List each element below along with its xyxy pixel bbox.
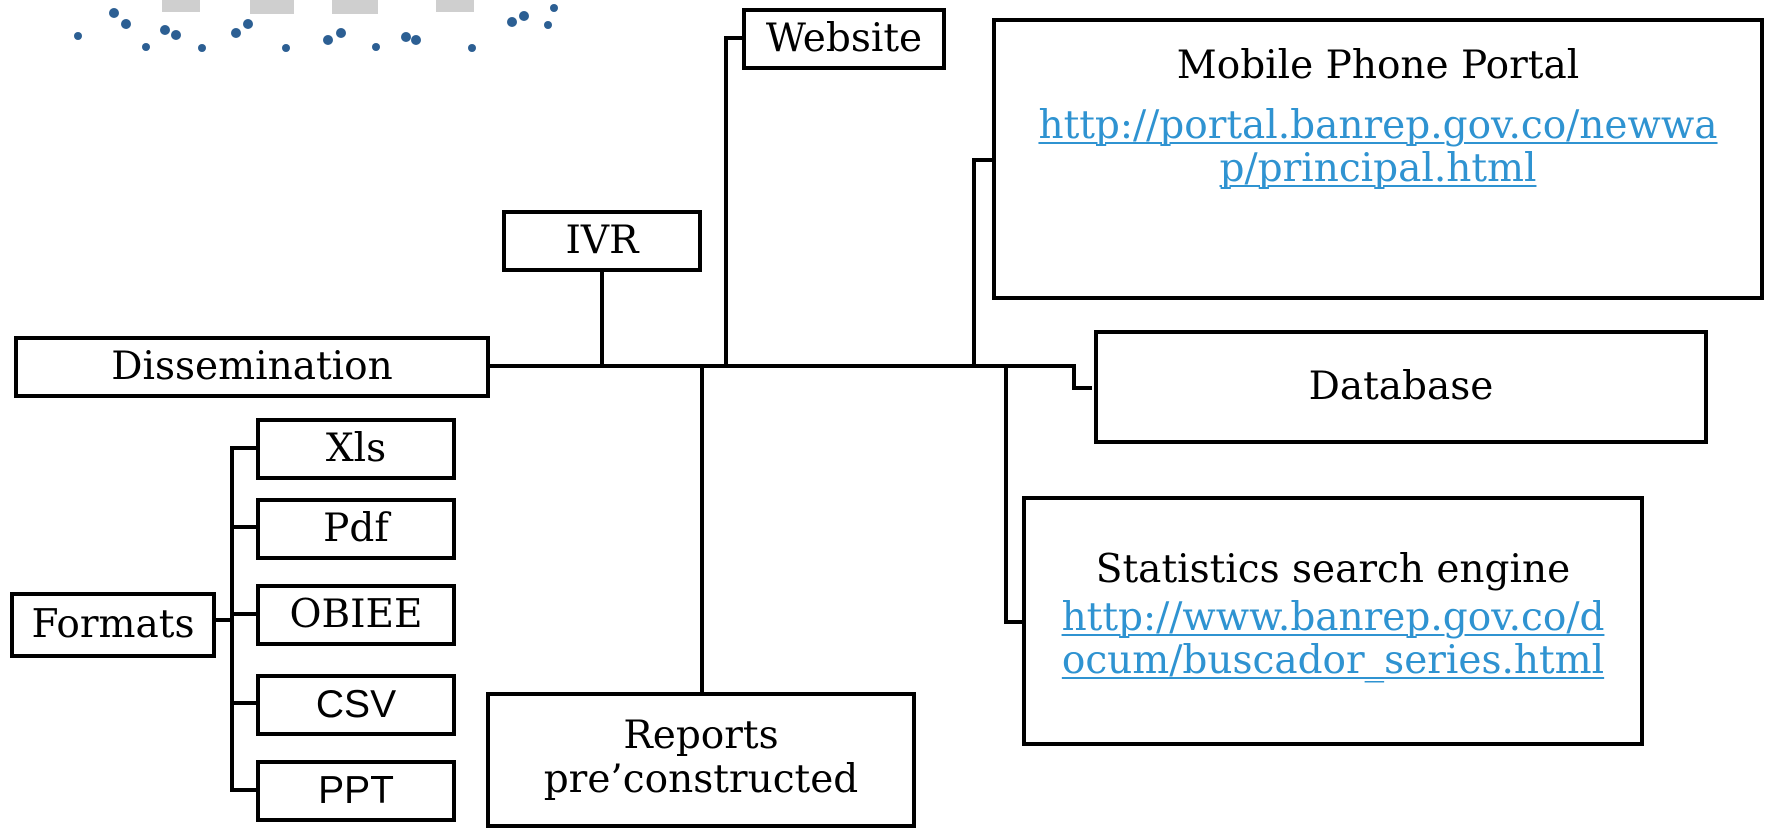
tree-lines: [212, 36, 1092, 792]
ivr-label: IVR: [565, 218, 639, 264]
mobile-portal-title: Mobile Phone Portal: [1176, 43, 1580, 88]
person-dot: [323, 35, 333, 45]
website-node: Website: [742, 8, 946, 70]
ivr-node: IVR: [502, 210, 702, 272]
format-item-ppt: PPT: [256, 760, 456, 822]
person-dot: [160, 25, 170, 35]
format-item-xls: Xls: [256, 418, 456, 480]
dissemination-node: Dissemination: [14, 336, 490, 398]
person-dot: [171, 30, 181, 40]
mobile-portal-link-line-2[interactable]: p/principal.html: [1219, 146, 1537, 192]
person-dot: [243, 19, 253, 29]
formats-label: Formats: [31, 602, 195, 648]
search-engine-title: Statistics search engine: [1095, 547, 1571, 592]
format-item-pdf: Pdf: [256, 498, 456, 560]
person-dot: [411, 35, 421, 45]
person-dot: [109, 8, 119, 18]
person-dot: [507, 17, 517, 27]
dissemination-label: Dissemination: [111, 344, 393, 390]
search-engine-link-line-2[interactable]: ocum/buscador_series.html: [1061, 638, 1605, 684]
person-dot: [519, 11, 529, 21]
format-item-csv: CSV: [256, 674, 456, 736]
reports-line-1: Reports: [623, 713, 779, 758]
mobile-portal-link-line-1[interactable]: http://portal.banrep.gov.co/newwa: [1038, 102, 1718, 148]
person-dot: [550, 4, 558, 12]
format-label-ppt: PPT: [318, 769, 394, 813]
house-shape-3: [332, 0, 378, 14]
person-dot: [468, 44, 476, 52]
house-shape-1: [162, 0, 200, 12]
format-label-obiee: OBIEE: [289, 592, 423, 638]
house-shape-4: [436, 0, 474, 12]
person-dot: [336, 28, 346, 38]
database-connector: [1072, 364, 1092, 390]
database-node: Database: [1094, 330, 1708, 444]
person-dot: [544, 21, 552, 29]
statistics-search-engine-node: Statistics search engine http://www.banr…: [1022, 496, 1644, 746]
reports-line-2: pre’constructed: [543, 756, 859, 802]
person-dot: [231, 28, 241, 38]
person-dot: [121, 19, 131, 29]
person-dot: [282, 44, 290, 52]
formats-node: Formats: [10, 592, 216, 658]
house-shape-2: [250, 0, 294, 14]
format-item-obiee: OBIEE: [256, 584, 456, 646]
person-dot: [198, 44, 206, 52]
database-label: Database: [1308, 364, 1494, 410]
reports-preconstructed-node: Reports pre’constructed: [486, 692, 916, 828]
mobile-phone-portal-node: Mobile Phone Portal http://portal.banrep…: [992, 18, 1764, 300]
website-label: Website: [765, 16, 923, 62]
format-label-pdf: Pdf: [323, 506, 389, 552]
search-engine-link-line-1[interactable]: http://www.banrep.gov.co/d: [1061, 594, 1605, 640]
person-dot: [372, 43, 380, 51]
format-label-csv: CSV: [315, 683, 397, 727]
format-label-xls: Xls: [325, 426, 387, 472]
person-dot: [142, 43, 150, 51]
person-dot: [74, 32, 82, 40]
person-dot: [401, 32, 411, 42]
people-decoration: [74, 0, 558, 52]
